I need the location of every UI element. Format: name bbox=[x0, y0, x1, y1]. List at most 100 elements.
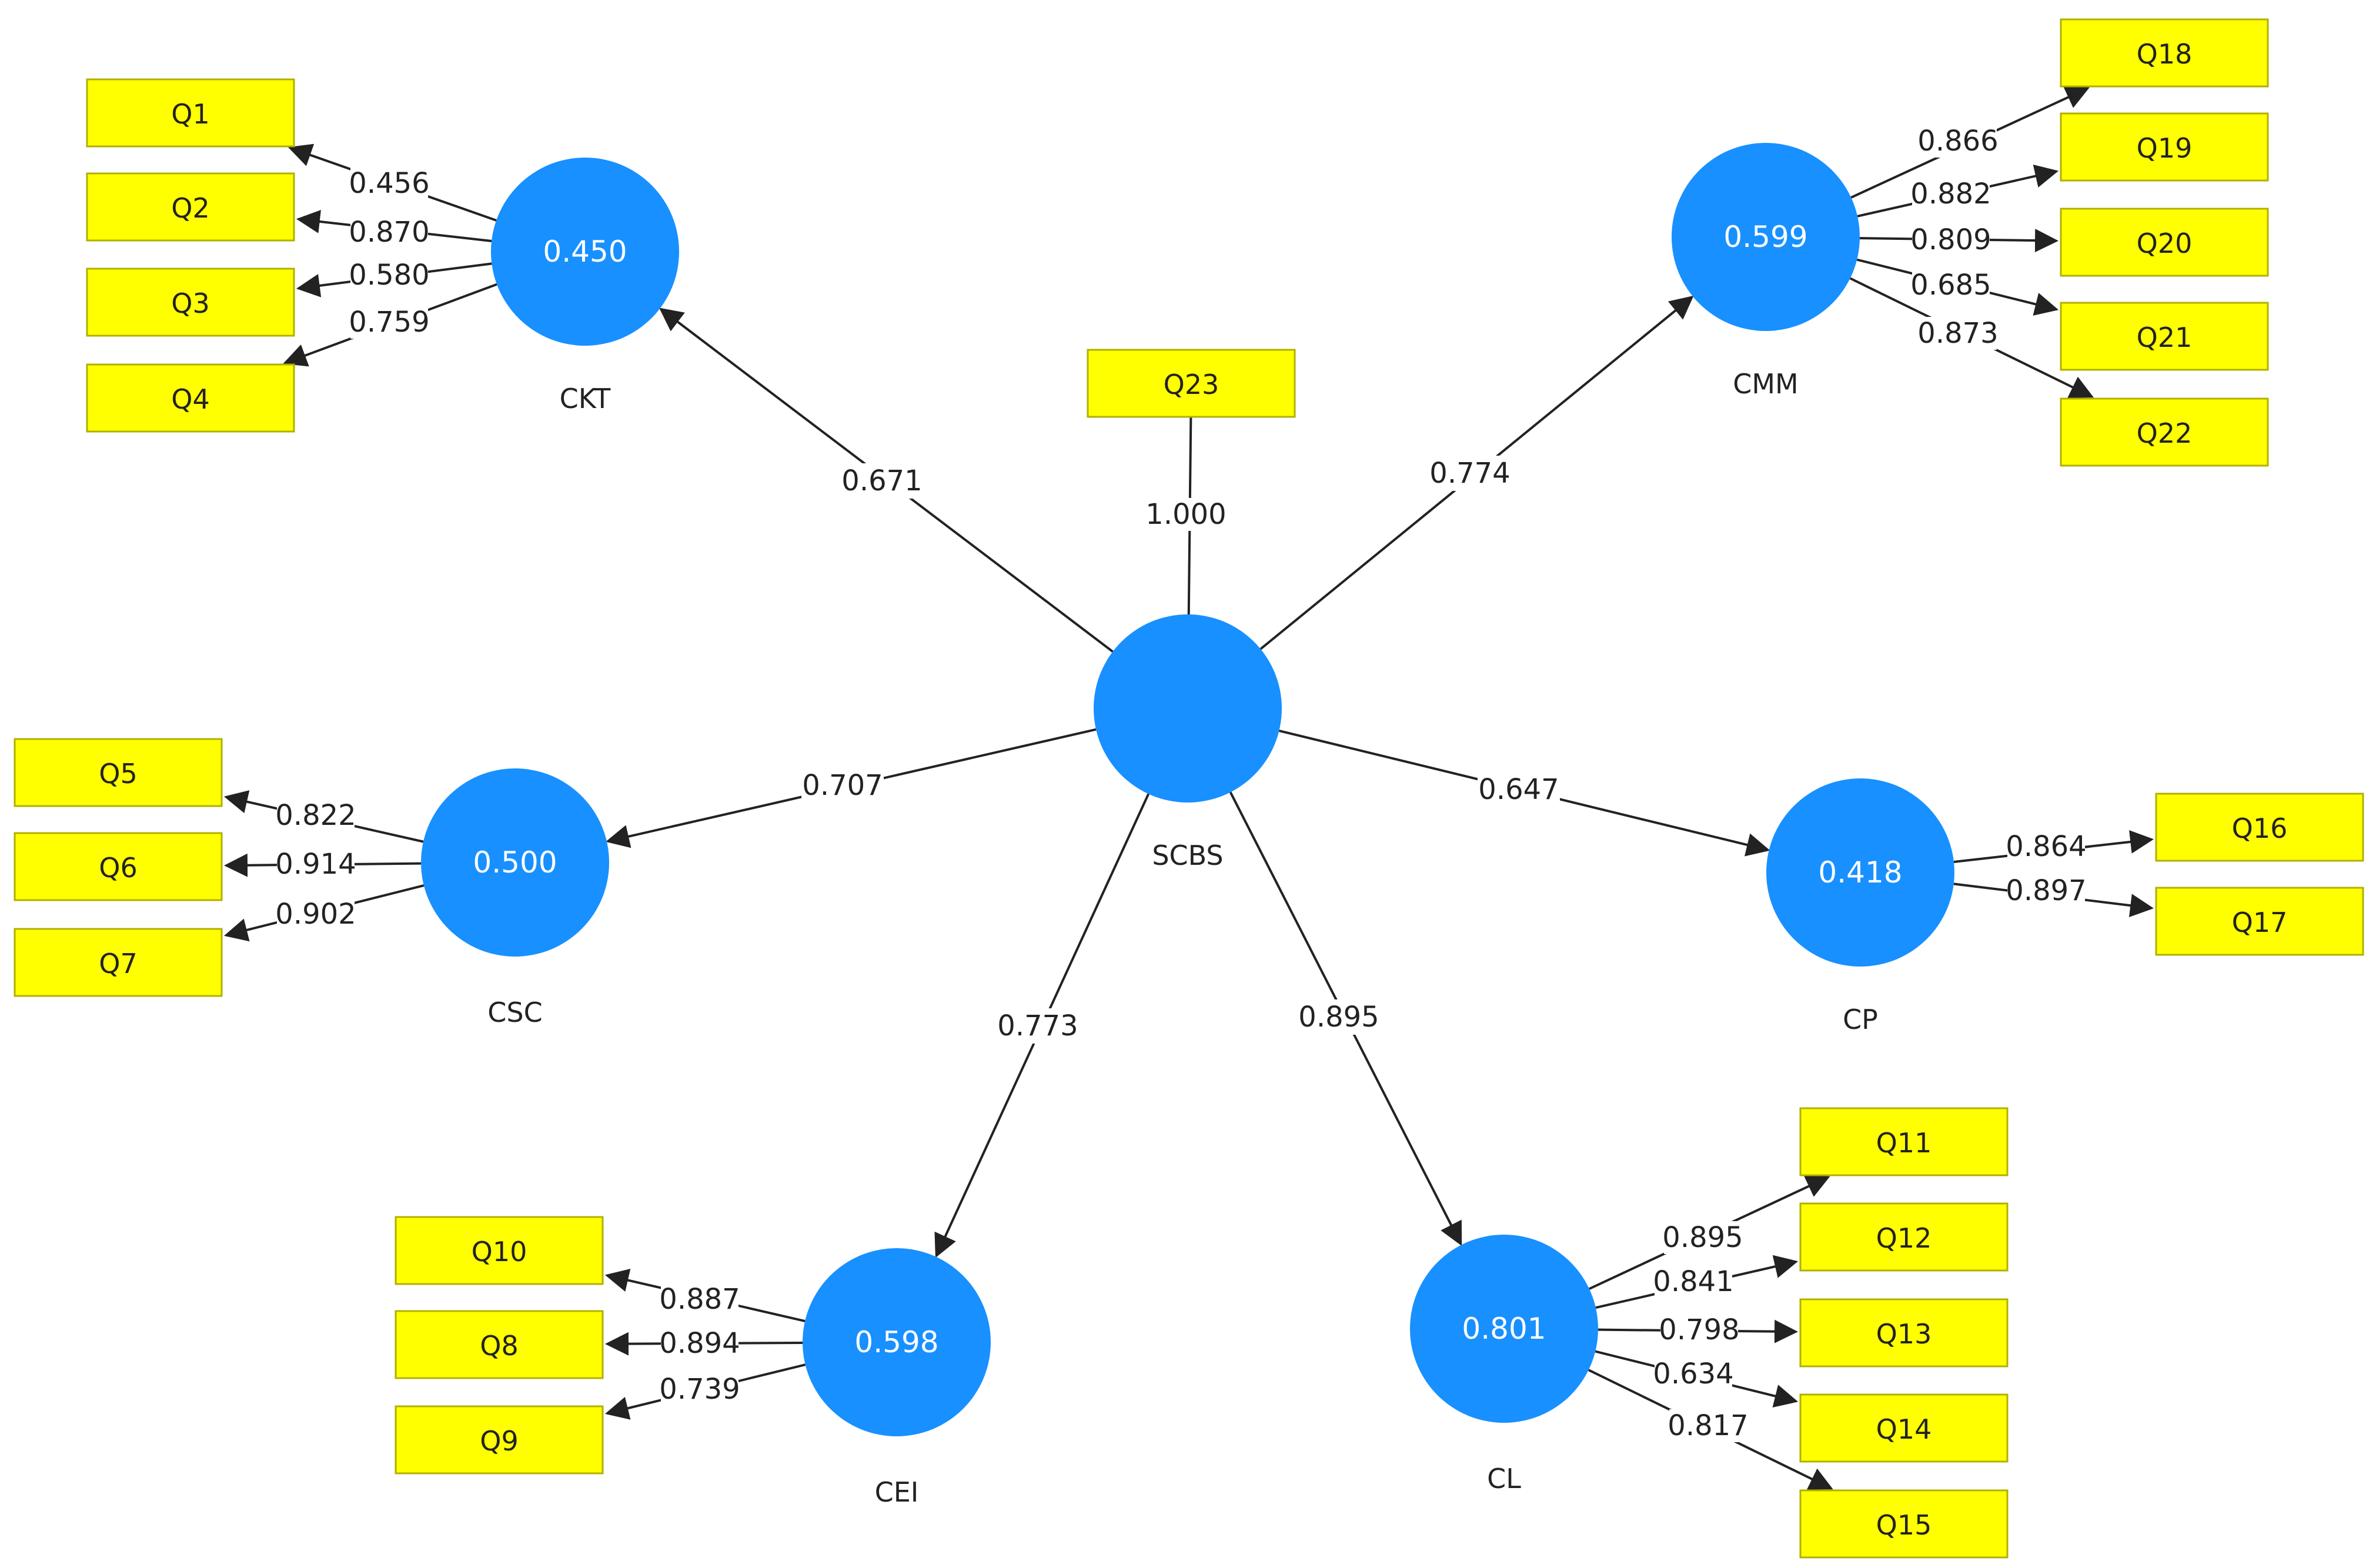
indicator-box bbox=[14, 738, 223, 807]
latent-r2-value: 0.801 bbox=[1462, 1312, 1546, 1346]
loading-coef-q19: 0.882 bbox=[1910, 178, 1991, 210]
loading-coef-q4: 0.759 bbox=[349, 306, 429, 339]
indicator-q10[interactable]: Q10 bbox=[395, 1216, 604, 1285]
loading-coef-q1: 0.456 bbox=[349, 167, 429, 200]
indicator-q14[interactable]: Q14 bbox=[1799, 1393, 2009, 1463]
path-coef-cp: 0.647 bbox=[1478, 773, 1559, 806]
indicator-q9[interactable]: Q9 bbox=[395, 1405, 604, 1475]
indicator-box bbox=[2060, 18, 2269, 88]
indicator-label: Q9 bbox=[480, 1425, 518, 1457]
loading-coef-q13: 0.798 bbox=[1659, 1313, 1739, 1346]
latent-name-label: CMM bbox=[1733, 368, 1799, 400]
indicator-box bbox=[2060, 302, 2269, 371]
indicator-q12[interactable]: Q12 bbox=[1799, 1202, 2009, 1272]
indicator-q4[interactable]: Q4 bbox=[86, 363, 295, 433]
loading-label-bg bbox=[1655, 1358, 1732, 1390]
indicator-label: Q16 bbox=[2232, 813, 2288, 844]
indicator-label: Q19 bbox=[2137, 132, 2193, 164]
indicator-label: Q6 bbox=[99, 852, 137, 884]
loading-coef-q15: 0.817 bbox=[1667, 1409, 1748, 1442]
latent-name-label: CSC bbox=[487, 997, 542, 1028]
loading-coef-q2: 0.870 bbox=[349, 216, 429, 249]
indicator-label: Q13 bbox=[1876, 1318, 1932, 1350]
indicator-box bbox=[395, 1405, 604, 1475]
indicator-q8[interactable]: Q8 bbox=[395, 1310, 604, 1379]
indicator-q3[interactable]: Q3 bbox=[86, 268, 295, 337]
loading-label-bg bbox=[350, 216, 428, 249]
latent-r2-value: 0.599 bbox=[1723, 220, 1807, 254]
loading-coef-q11: 0.895 bbox=[1662, 1221, 1743, 1254]
indicator-q21[interactable]: Q21 bbox=[2060, 302, 2269, 371]
indicator-box bbox=[1799, 1107, 2009, 1176]
loading-coef-q18: 0.866 bbox=[1917, 125, 1998, 158]
indicator-q23[interactable]: Q23 bbox=[1087, 349, 1296, 418]
loading-coef-q7: 0.902 bbox=[275, 898, 356, 931]
path-label-bg bbox=[1478, 772, 1560, 807]
latent-r2-value: 0.500 bbox=[473, 845, 557, 880]
latent-name-label: CP bbox=[1843, 1004, 1878, 1035]
indicator-q20[interactable]: Q20 bbox=[2060, 208, 2269, 277]
loading-coef-q17: 0.897 bbox=[2006, 874, 2086, 907]
loading-coef-q14: 0.634 bbox=[1653, 1358, 1733, 1390]
path-coef-cei: 0.773 bbox=[997, 1009, 1078, 1042]
indicator-label: Q21 bbox=[2137, 322, 2193, 353]
indicator-q16[interactable]: Q16 bbox=[2155, 793, 2364, 862]
path-coef-csc: 0.707 bbox=[802, 769, 883, 802]
indicator-box bbox=[86, 363, 295, 433]
path-coef-ckt: 0.671 bbox=[841, 464, 922, 497]
indicator-label: Q5 bbox=[99, 758, 137, 790]
loading-label-bg bbox=[277, 898, 355, 931]
latent-circle bbox=[491, 158, 679, 346]
indicator-q1[interactable]: Q1 bbox=[86, 78, 295, 148]
latent-name-label: CEI bbox=[875, 1476, 919, 1508]
path-label-bg bbox=[1298, 999, 1380, 1035]
indicator-label: Q23 bbox=[1164, 369, 1219, 400]
latent-scbs[interactable]: SCBS bbox=[1094, 614, 1282, 871]
indicator-q11[interactable]: Q11 bbox=[1799, 1107, 2009, 1176]
indicator-q18[interactable]: Q18 bbox=[2060, 18, 2269, 88]
indicator-q22[interactable]: Q22 bbox=[2060, 397, 2269, 467]
indicator-q6[interactable]: Q6 bbox=[14, 832, 223, 901]
latent-r2-value: 0.450 bbox=[543, 235, 627, 269]
indicator-q15[interactable]: Q15 bbox=[1799, 1489, 2009, 1559]
indicator-q5[interactable]: Q5 bbox=[14, 738, 223, 807]
indicator-box bbox=[2060, 208, 2269, 277]
loading-label-bg bbox=[2007, 830, 2085, 863]
indicator-q7[interactable]: Q7 bbox=[14, 928, 223, 997]
indicator-box bbox=[14, 832, 223, 901]
loading-label-bg bbox=[1669, 1409, 1747, 1442]
loading-coef-q9: 0.739 bbox=[659, 1373, 740, 1406]
loading-label-bg bbox=[1919, 125, 1997, 158]
indicator-q13[interactable]: Q13 bbox=[1799, 1298, 2009, 1368]
indicator-box bbox=[2155, 887, 2364, 956]
loading-label-bg bbox=[1660, 1313, 1738, 1346]
indicator-q19[interactable]: Q19 bbox=[2060, 112, 2269, 182]
indicator-label: Q14 bbox=[1876, 1413, 1932, 1445]
indicator-label: Q3 bbox=[171, 287, 209, 319]
indicator-label: Q7 bbox=[99, 948, 137, 979]
indicator-q17[interactable]: Q17 bbox=[2155, 887, 2364, 956]
loading-label-bg bbox=[277, 848, 355, 881]
loading-coef-q23: 1.000 bbox=[1145, 498, 1226, 531]
latent-name-label: CKT bbox=[560, 383, 611, 414]
path-label-bg bbox=[801, 768, 884, 803]
latent-name-label: CL bbox=[1487, 1463, 1521, 1495]
loading-coef-q21: 0.685 bbox=[1910, 269, 1991, 302]
indicator-label: Q18 bbox=[2137, 38, 2193, 70]
indicator-label: Q22 bbox=[2137, 417, 2193, 449]
indicator-box bbox=[1799, 1202, 2009, 1272]
loading-label-bg bbox=[661, 1373, 738, 1406]
path-label-bg bbox=[841, 463, 923, 499]
indicator-q2[interactable]: Q2 bbox=[86, 172, 295, 242]
indicator-box bbox=[395, 1310, 604, 1379]
latent-r2-value: 0.598 bbox=[854, 1325, 938, 1359]
latent-r2-value: 0.418 bbox=[1818, 855, 1902, 890]
